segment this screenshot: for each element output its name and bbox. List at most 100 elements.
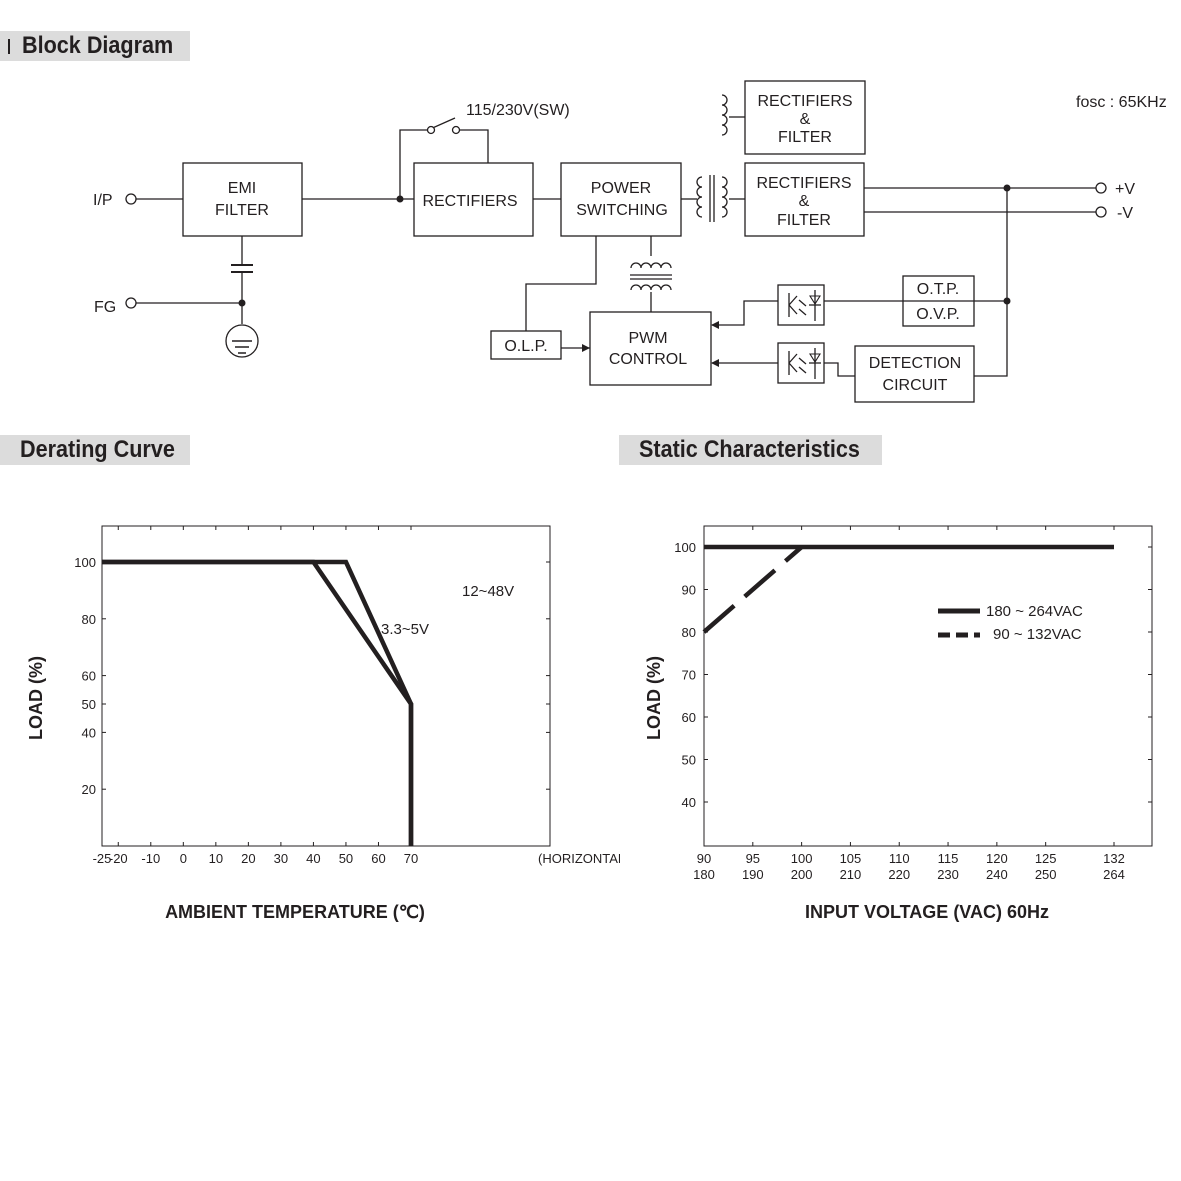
power-switching-label-2: SWITCHING xyxy=(576,202,668,219)
x-tick-label-secondary: 180 xyxy=(693,867,715,882)
x-tick-label: 70 xyxy=(404,851,418,866)
x-tick-label: 105 xyxy=(840,851,862,866)
x-tick-label: 132 xyxy=(1103,851,1125,866)
y-tick-label: 40 xyxy=(82,725,96,740)
junction-dot xyxy=(238,299,246,307)
earth-ground-icon xyxy=(225,324,259,358)
arrow-icon xyxy=(711,359,719,367)
x-tick-label: 40 xyxy=(306,851,320,866)
x-tick-label: 30 xyxy=(274,851,288,866)
derating-plot-frame xyxy=(101,525,551,847)
legend-label-180-264: 180 ~ 264VAC xyxy=(986,603,1083,620)
static-y-axis-title: LOAD (%) xyxy=(644,656,664,740)
transformer-icon xyxy=(696,94,728,222)
series-label-3-3-5v: 3.3~5V xyxy=(381,621,429,638)
y-tick-label: 50 xyxy=(82,697,96,712)
x-tick-label: 0 xyxy=(180,851,187,866)
x-tick-label-secondary: 200 xyxy=(791,867,813,882)
series-label-12-48v: 12~48V xyxy=(462,583,514,600)
static-series-line-2 xyxy=(702,545,804,634)
capacitor-icon xyxy=(231,264,253,273)
static-legend: 180 ~ 264VAC 90 ~ 132VAC xyxy=(938,603,1083,643)
static-characteristics-header: Static Characteristics xyxy=(619,435,882,465)
y-tick-label: 80 xyxy=(682,625,696,640)
x-tick-label: 20 xyxy=(241,851,255,866)
input-label: I/P xyxy=(93,192,113,209)
output-pos-terminal-icon xyxy=(1095,182,1107,194)
switch-contact-icon xyxy=(451,125,461,135)
x-tick-label-secondary: 220 xyxy=(888,867,910,882)
block-diagram-title: Block Diagram xyxy=(21,32,174,59)
rect-filter-top-label-3: FILTER xyxy=(778,129,832,146)
arrow-icon xyxy=(711,321,719,329)
diagram-wires xyxy=(136,116,1096,377)
rect-filter-main-label-1: RECTIFIERS xyxy=(756,175,851,192)
y-tick-label: 40 xyxy=(682,795,696,810)
y-tick-label: 100 xyxy=(74,555,96,570)
derating-curve-header: Derating Curve xyxy=(0,435,190,465)
y-tick-label: 50 xyxy=(682,753,696,768)
rectifiers-label: RECTIFIERS xyxy=(422,193,517,210)
derating-y-axis-title: LOAD (%) xyxy=(26,656,46,740)
output-pos-label: +V xyxy=(1115,181,1135,198)
emi-filter-label-1: EMI xyxy=(228,180,256,197)
derating-series-line-2 xyxy=(102,559,414,846)
x-tick-label-secondary: 250 xyxy=(1035,867,1057,882)
input-terminal-icon xyxy=(125,193,137,205)
emi-filter-box xyxy=(182,162,303,237)
feedback-winding-icon xyxy=(630,262,672,291)
legend-label-90-132: 90 ~ 132VAC xyxy=(993,626,1082,643)
olp-box xyxy=(490,330,562,360)
fg-label: FG xyxy=(94,299,116,316)
y-tick-label: 20 xyxy=(82,782,96,797)
detection-circuit-label-1: DETECTION xyxy=(869,355,961,372)
x-tick-label: 110 xyxy=(889,851,910,866)
pwm-control-box xyxy=(589,311,712,386)
y-tick-label: 90 xyxy=(682,583,696,598)
static-characteristics-chart: 9018095190100200105210110220115230120240… xyxy=(644,525,1153,922)
header-square-icon xyxy=(8,38,10,54)
junction-dot xyxy=(1003,184,1011,192)
x-tick-label: 125 xyxy=(1035,851,1057,866)
x-tick-label-secondary: 264 xyxy=(1103,867,1125,882)
switch-contact-icon xyxy=(426,125,436,135)
y-tick-label: 70 xyxy=(682,668,696,683)
junction-dot xyxy=(396,195,404,203)
rect-filter-main-label-2: & xyxy=(799,193,810,210)
rect-filter-main-label-3: FILTER xyxy=(777,212,831,229)
detection-circuit-box xyxy=(854,345,975,403)
rect-filter-top-label-1: RECTIFIERS xyxy=(757,93,852,110)
ovp-label: O.V.P. xyxy=(916,306,960,323)
pwm-control-label-2: CONTROL xyxy=(609,351,687,368)
block-diagram-header: Block Diagram xyxy=(0,31,190,61)
x-tick-label: 90 xyxy=(697,851,711,866)
otp-label: O.T.P. xyxy=(917,281,959,298)
arrow-icon xyxy=(582,344,590,352)
optocoupler-icon xyxy=(777,342,825,384)
x-tick-label: 10 xyxy=(209,851,223,866)
derating-x-note: (HORIZONTAL) xyxy=(538,851,620,866)
y-tick-label: 80 xyxy=(82,612,96,627)
derating-x-axis-title: AMBIENT TEMPERATURE (℃) xyxy=(165,902,425,922)
switch-label: 115/230V(SW) xyxy=(466,102,570,119)
x-tick-label: 95 xyxy=(746,851,760,866)
detection-circuit-label-2: CIRCUIT xyxy=(883,377,948,394)
derating-curve-title: Derating Curve xyxy=(20,436,175,463)
y-tick-label: 100 xyxy=(674,540,696,555)
rectifiers-filter-top-box xyxy=(744,80,866,155)
output-neg-terminal-icon xyxy=(1095,206,1107,218)
y-tick-label: 60 xyxy=(82,669,96,684)
x-tick-label: 100 xyxy=(791,851,813,866)
rectifiers-box xyxy=(413,162,534,237)
emi-filter-label-2: FILTER xyxy=(215,202,269,219)
x-tick-label: -20 xyxy=(109,851,128,866)
x-tick-label: 50 xyxy=(339,851,353,866)
output-neg-label: -V xyxy=(1117,205,1133,222)
x-tick-label-secondary: 230 xyxy=(937,867,959,882)
x-tick-label: -25 xyxy=(93,851,112,866)
block-diagram: EMI FILTER RECTIFIERS POWER SWITCHING RE… xyxy=(93,80,1167,403)
fosc-label: fosc : 65KHz xyxy=(1076,94,1167,111)
power-switching-label-1: POWER xyxy=(591,180,651,197)
derating-series-line-1 xyxy=(102,559,414,846)
